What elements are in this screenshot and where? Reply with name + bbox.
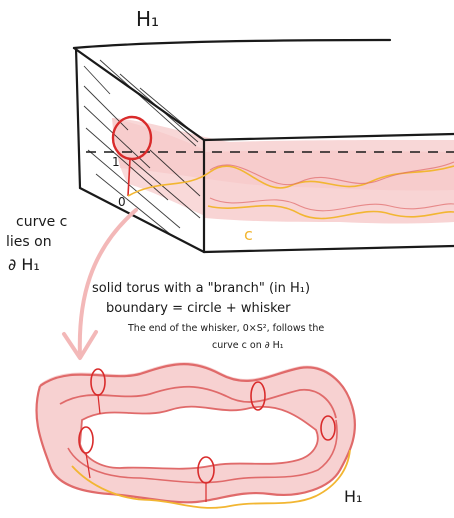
box-bottom-front-edge (204, 246, 454, 252)
curve-note-line1: curve c (16, 214, 67, 230)
curve-note: curve c lies on ∂ H₁ (6, 214, 67, 274)
torus-line2: boundary = circle + whisker (106, 301, 291, 316)
torus-line3: The end of the whisker, 0×S², follows th… (127, 323, 324, 334)
label-h1-bottom: H₁ (344, 487, 362, 506)
torus-hole (80, 407, 318, 469)
solid-torus: H₁ (37, 362, 363, 508)
torus-line4: curve c on ∂ H₁ (212, 340, 284, 351)
box-top-front-edge (204, 134, 454, 140)
curve-note-line3: ∂ H₁ (8, 255, 40, 274)
label-one: 1 (112, 155, 120, 169)
label-zero: 0 (118, 195, 126, 209)
label-curve-c-small: c (244, 225, 253, 244)
torus-line1: solid torus with a "branch" (in H₁) (92, 281, 310, 296)
pink-band-front-face (205, 151, 454, 224)
label-h1-top: H₁ (136, 7, 159, 31)
box-top-back-edge (74, 40, 390, 48)
pink-band-side-face (112, 118, 205, 216)
torus-description: solid torus with a "branch" (in H₁) boun… (92, 281, 324, 351)
curve-note-line2: lies on (6, 234, 52, 250)
box-left-vertical-edge (76, 48, 80, 188)
